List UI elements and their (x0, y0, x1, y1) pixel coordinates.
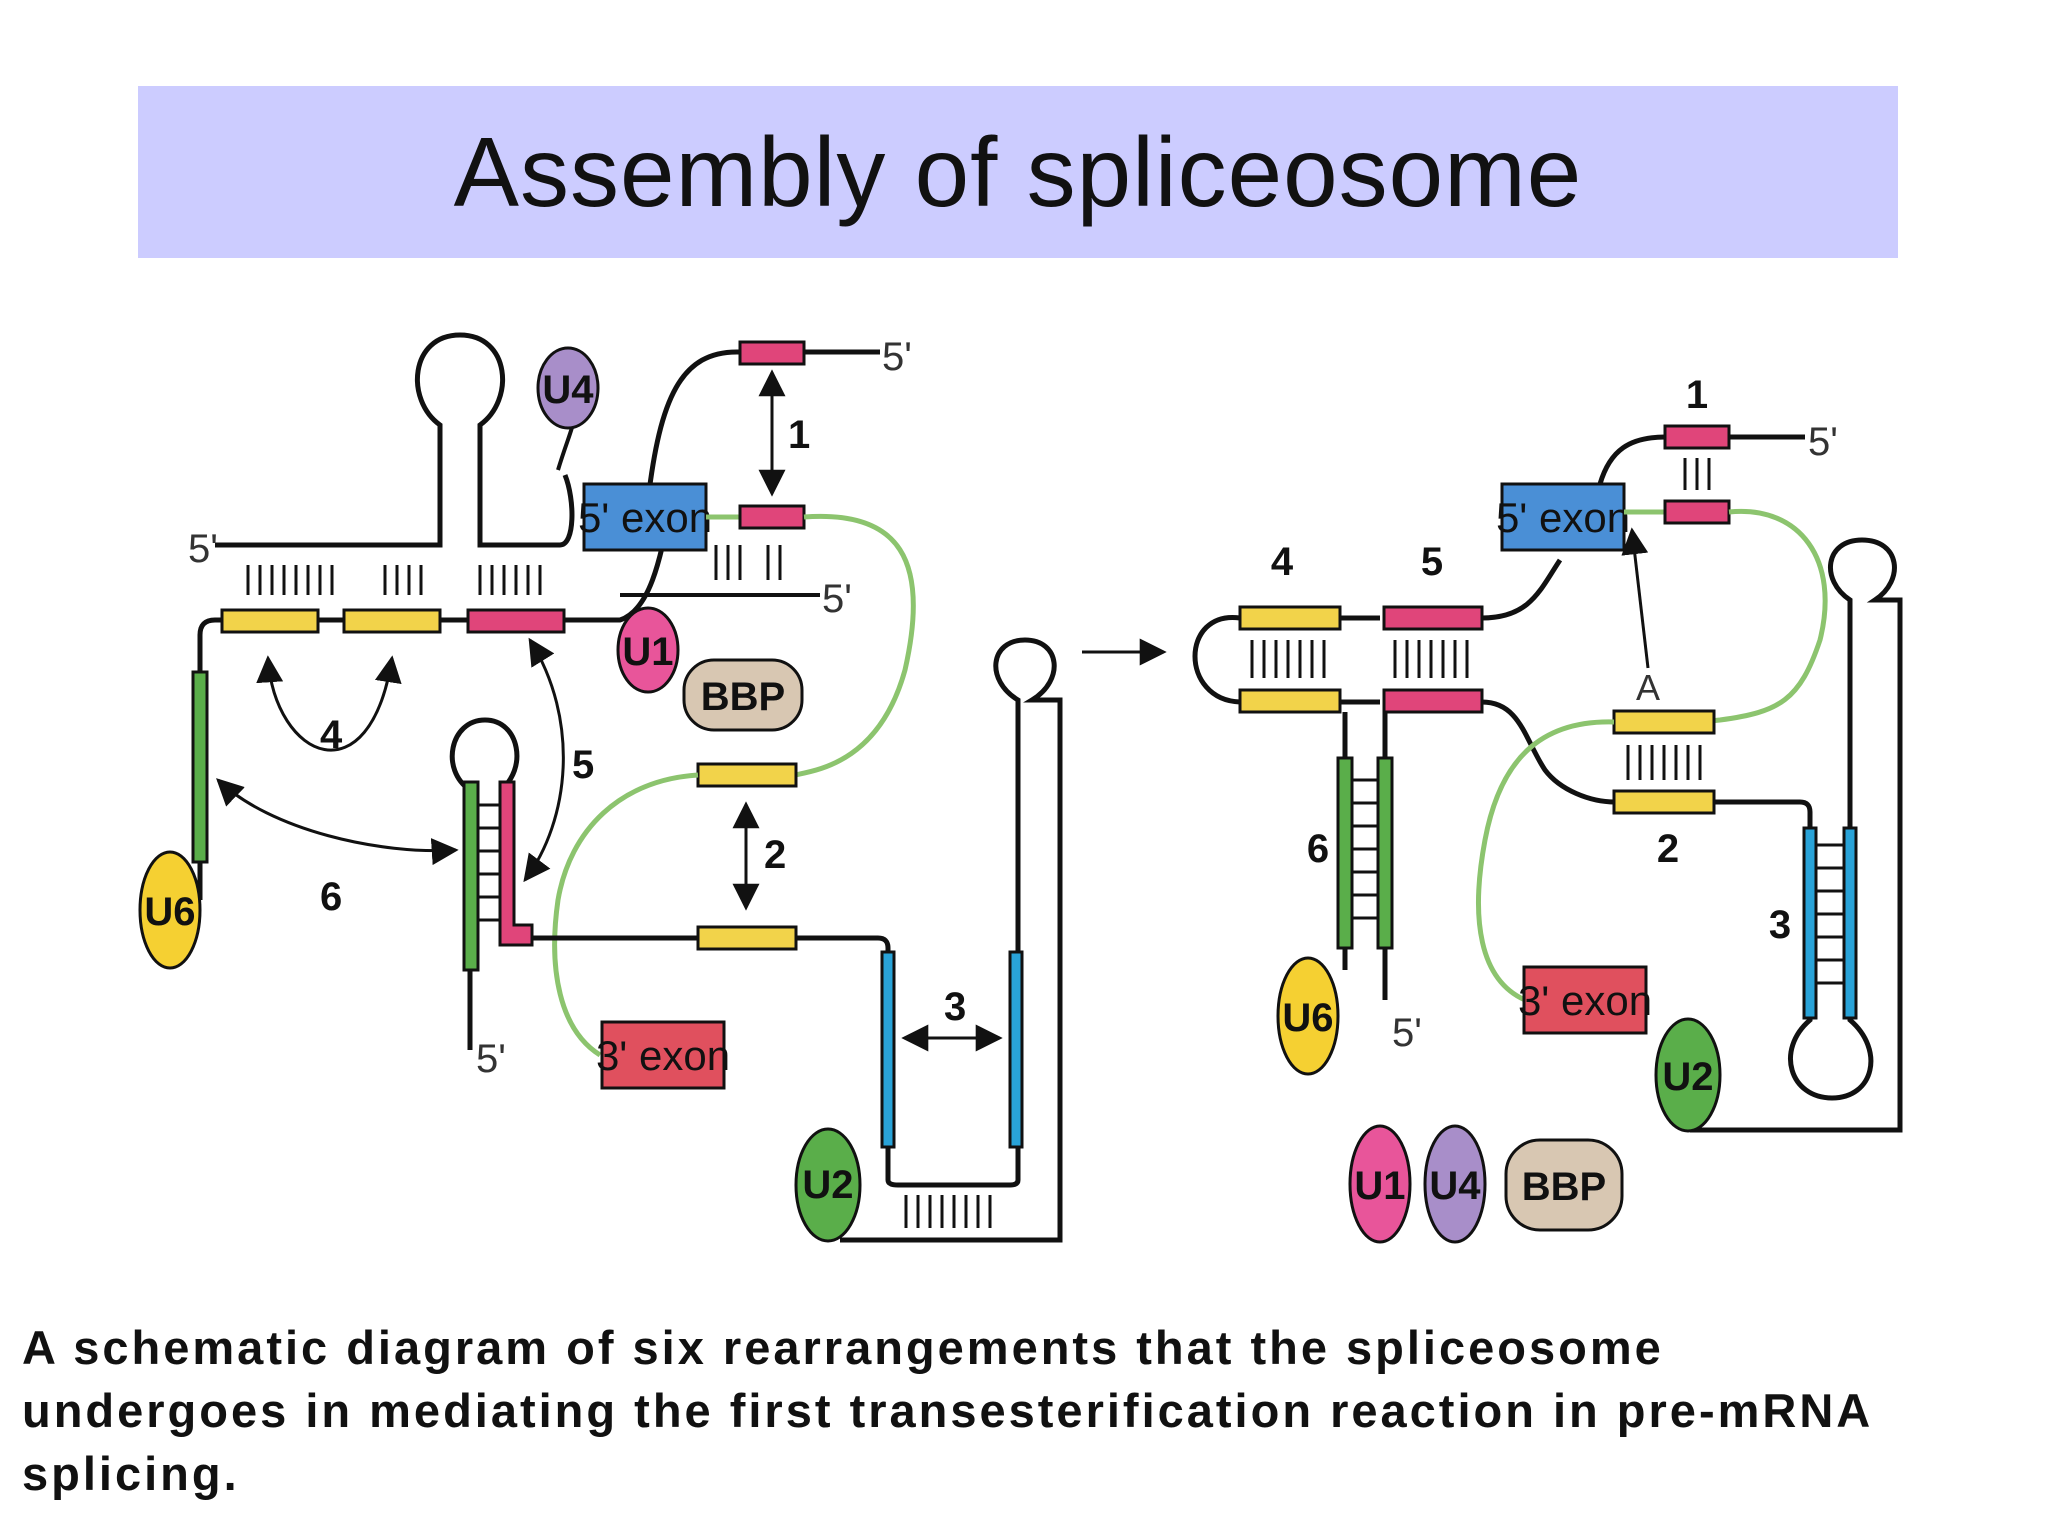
yellow-segment (696, 762, 798, 788)
label-5prime: 5' (1392, 1011, 1422, 1055)
pink-segment (1663, 499, 1731, 525)
step-number-1: 1 (1686, 373, 1708, 417)
pink-segment (1382, 688, 1484, 714)
page-title: Assembly of spliceosome (453, 116, 1583, 227)
pink-l-segment (498, 780, 534, 947)
base-pair-ticks (714, 545, 782, 580)
base-pair-ticks (1683, 458, 1711, 490)
step-number-2: 2 (1657, 827, 1679, 871)
u2-strand (1690, 537, 1903, 1133)
intron-strand (1699, 508, 1828, 725)
label-5prime: 5' (822, 577, 852, 621)
intron-strand (794, 513, 916, 778)
yellow-segment (696, 925, 798, 951)
blue-segment (1008, 950, 1024, 1149)
step-number-1: 1 (788, 413, 810, 457)
u1-particle (616, 606, 680, 694)
label-5-exon: 5' exon (578, 494, 712, 541)
left-panel: 5' 5' 5' exon 1 U4 U1 BBP 3' (138, 332, 1063, 1243)
step-number-6: 6 (320, 875, 342, 919)
u1-strand (645, 349, 741, 501)
step-number-5: 5 (1421, 540, 1443, 584)
u6-particle (138, 850, 202, 970)
green-segment (1336, 756, 1354, 950)
green-segment (191, 670, 209, 864)
label-u1: U1 (1354, 1164, 1405, 1208)
u2-particle (794, 1127, 862, 1243)
yellow-segment (1612, 789, 1716, 815)
pink-segment (738, 504, 806, 530)
green-segment (462, 780, 480, 972)
right-panel: 4 5 5' exon 5' 1 A 2 3' exon (1192, 373, 1903, 1244)
yellow-segment (1612, 709, 1716, 735)
label-5prime: 5' (188, 527, 218, 571)
exon-3-box (1522, 965, 1648, 1035)
stem-loop (449, 717, 520, 1050)
label-3-exon: 3' exon (1518, 977, 1652, 1024)
label-u2: U2 (1662, 1055, 1713, 1099)
label-5prime: 5' (1808, 420, 1838, 464)
step-number-3: 3 (944, 985, 966, 1029)
label-bbp: BBP (701, 675, 785, 719)
label-5prime: 5' (882, 335, 912, 379)
base-pair-ticks (1626, 745, 1702, 780)
bbp-protein (1504, 1138, 1624, 1232)
label-u6: U6 (144, 890, 195, 934)
u4-particle (536, 346, 600, 430)
base-pair-ticks (1250, 640, 1469, 678)
pink-segment (738, 340, 806, 366)
title-banner: Assembly of spliceosome (138, 86, 1898, 258)
u6-lower-strand (197, 509, 673, 900)
yellow-segment (1238, 605, 1342, 631)
label-u6: U6 (1282, 996, 1333, 1040)
label-u4: U4 (1429, 1164, 1481, 1208)
label-5prime: 5' (476, 1037, 506, 1081)
u6-upper-strand (215, 332, 560, 548)
blue-segment (1842, 826, 1858, 1020)
pink-segment (1663, 424, 1731, 450)
base-pair-ticks (1352, 778, 1378, 920)
bbp-protein (682, 658, 804, 732)
base-pair-ticks (1816, 843, 1844, 985)
base-pair-ticks (904, 1195, 992, 1228)
u6-to-u4-line (559, 474, 575, 548)
intron-strand (1475, 719, 1615, 1003)
base-pair-ticks (478, 803, 500, 922)
step-number-3: 3 (1769, 903, 1791, 947)
label-3-exon: 3' exon (596, 1032, 730, 1079)
figure-caption: A schematic diagram of six rearrangement… (22, 1321, 1872, 1500)
label-u1: U1 (622, 630, 673, 674)
blue-segment (880, 950, 896, 1149)
green-segment (1376, 756, 1394, 950)
base-pair-ticks (246, 565, 542, 595)
step-number-6: 6 (1307, 827, 1329, 871)
u2-particle (1654, 1017, 1722, 1133)
label-branch-a: A (1636, 667, 1660, 708)
step-number-4: 4 (1271, 540, 1294, 584)
label-5-exon: 5' exon (1496, 494, 1630, 541)
u6-particle (1276, 956, 1340, 1076)
u6-u4-loop (1192, 615, 1241, 705)
label-bbp: BBP (1522, 1165, 1606, 1209)
step-number-5: 5 (572, 743, 594, 787)
u2-strand (530, 637, 1063, 1243)
step-number-4: 4 (320, 713, 343, 757)
intron-strand (552, 772, 699, 1058)
exon-3-box (600, 1020, 726, 1090)
step-number-2: 2 (764, 833, 786, 877)
u1-particle (1348, 1124, 1412, 1244)
pink-segment (1382, 605, 1484, 631)
exon-5-box (1500, 482, 1626, 552)
yellow-segment (220, 608, 320, 634)
blue-segment (1802, 826, 1818, 1020)
yellow-segment (342, 608, 442, 634)
label-u2: U2 (802, 1163, 853, 1207)
yellow-segment (1238, 688, 1342, 714)
label-u4: U4 (542, 368, 594, 412)
u4-particle (1423, 1124, 1487, 1244)
pink-segment (466, 608, 566, 634)
